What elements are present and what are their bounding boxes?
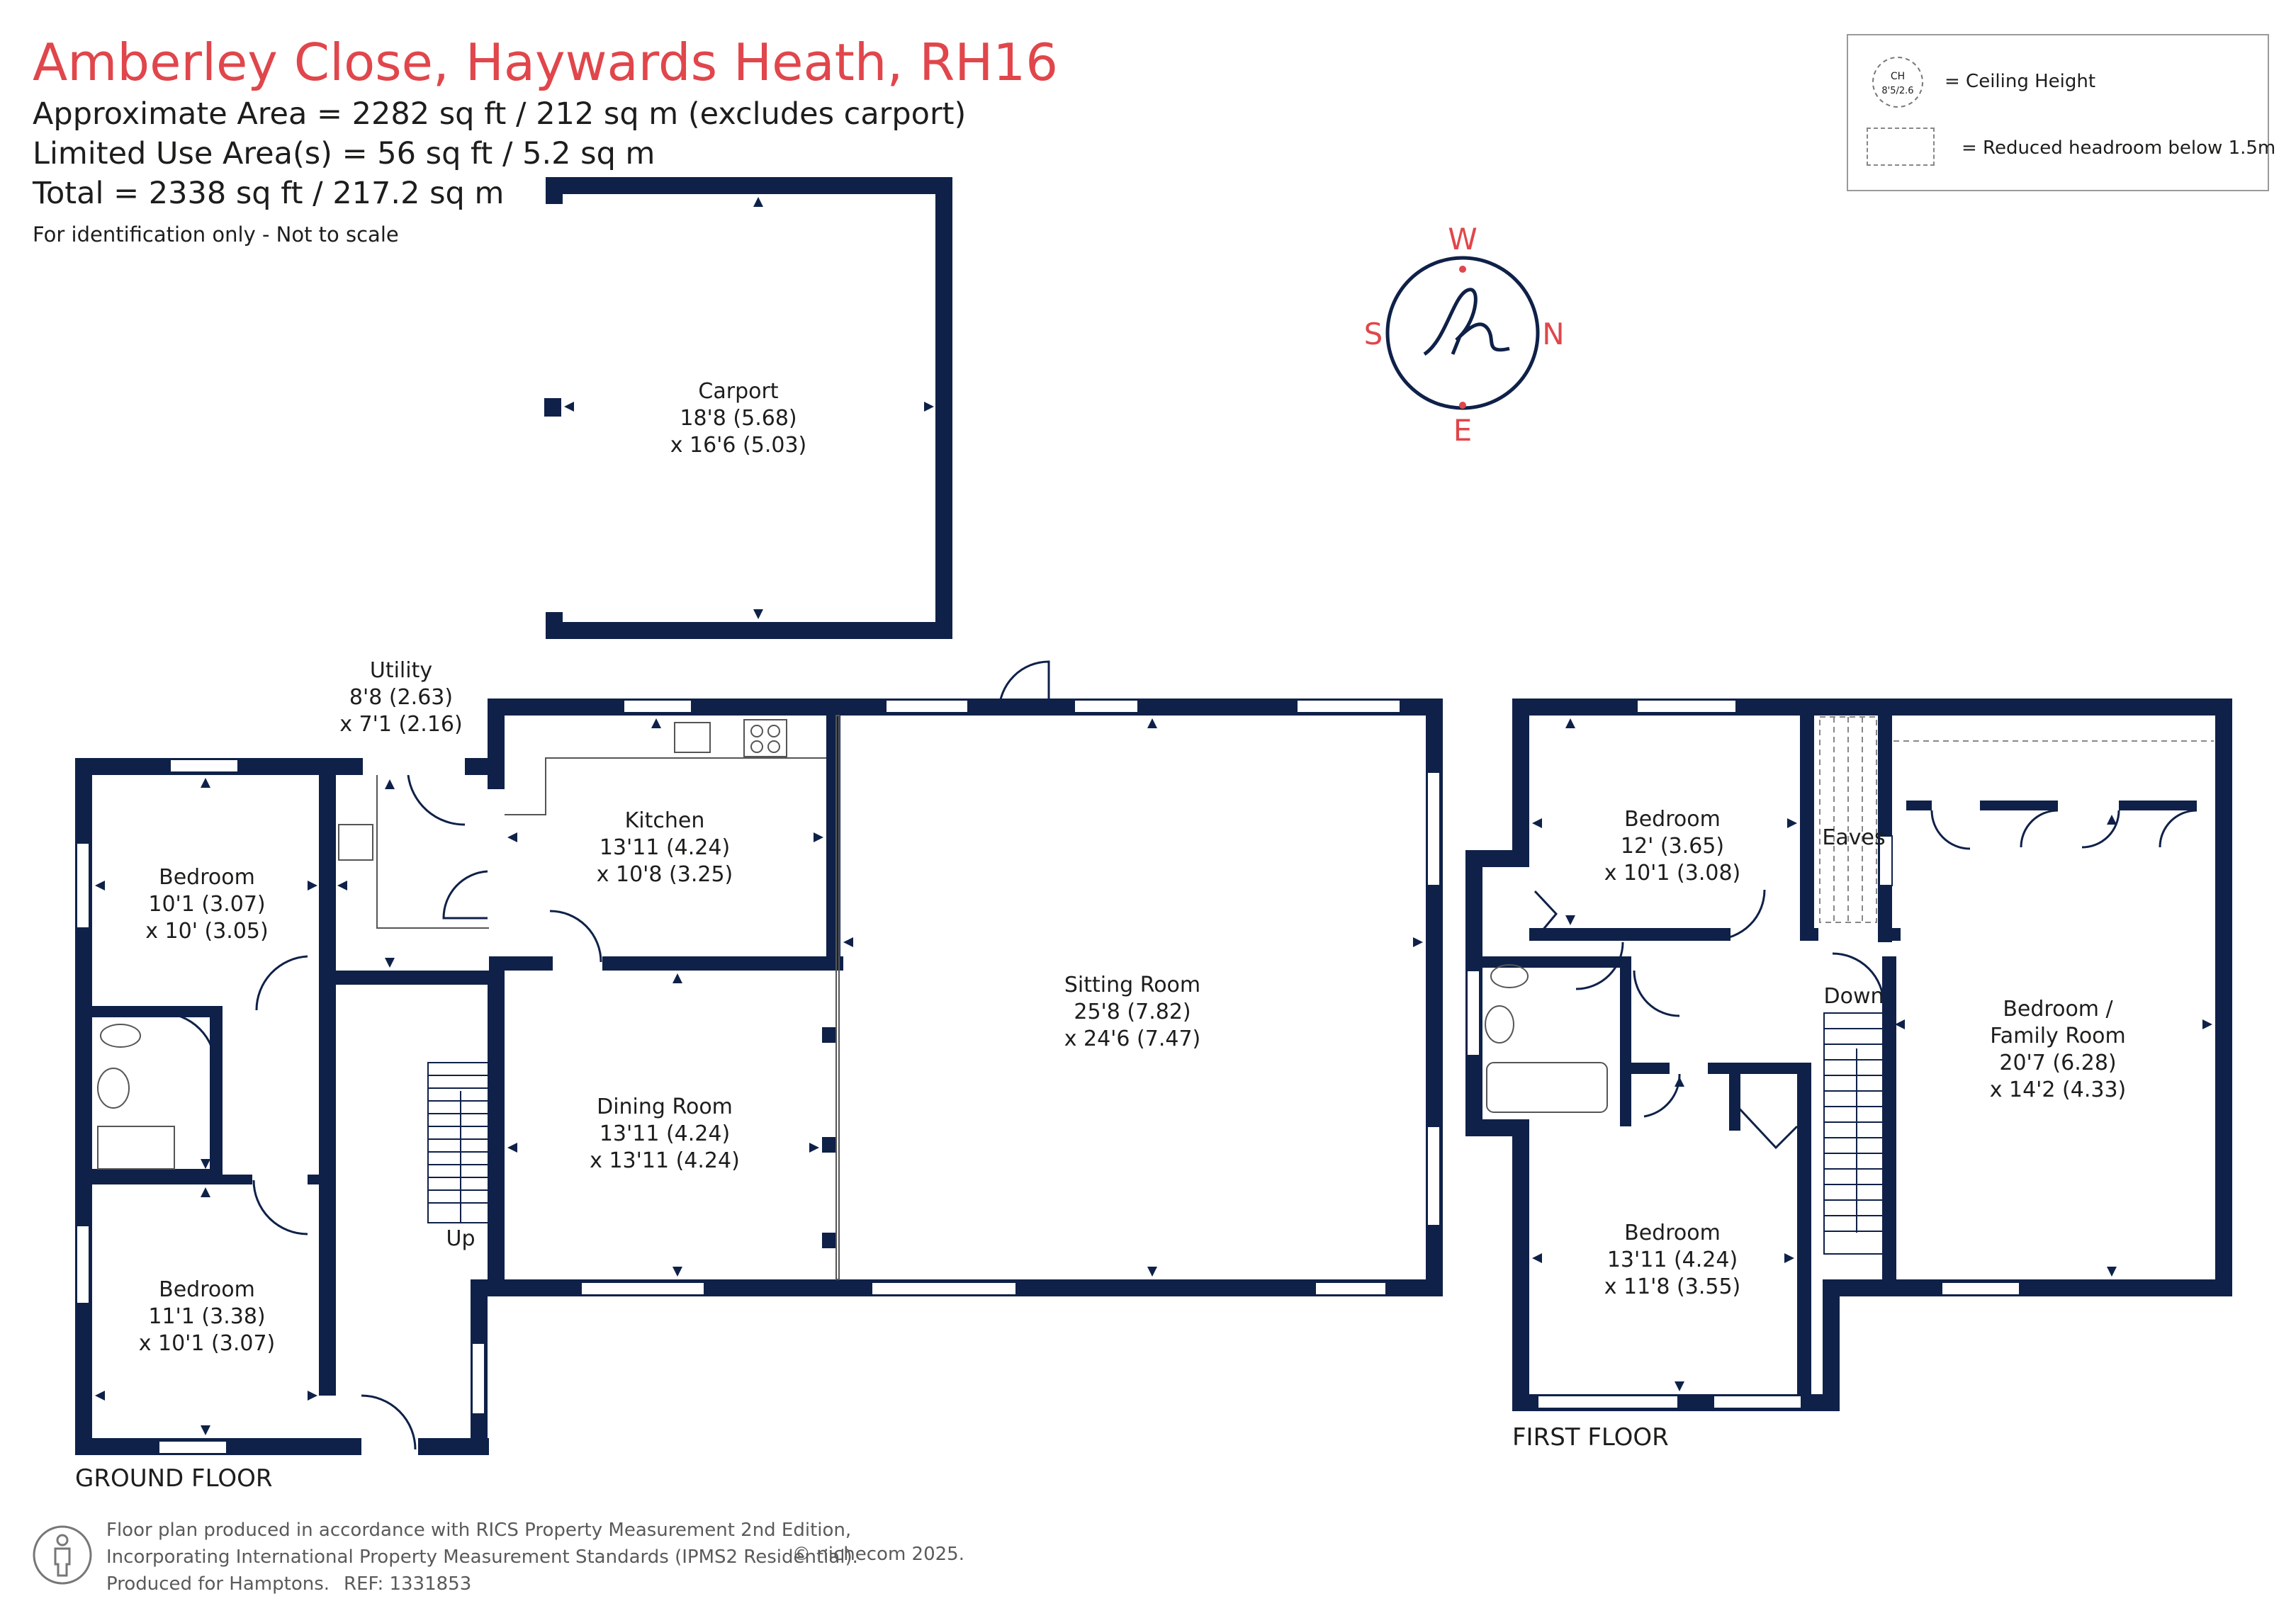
- bedroom-first-2-name: Bedroom: [1624, 1221, 1721, 1245]
- total-area: Total = 2338 sq ft / 217.2 sq m: [33, 176, 505, 211]
- sitting-room-dim2: x 24'6 (7.47): [1064, 1027, 1201, 1051]
- footer-line-2: Incorporating International Property Mea…: [106, 1546, 858, 1568]
- bedroom-ground-2-dim1: 11'1 (3.38): [148, 1304, 265, 1329]
- stairs-ground: [427, 1062, 493, 1223]
- sitting-room-name: Sitting Room: [1064, 973, 1200, 997]
- footer-line-1: Floor plan produced in accordance with R…: [106, 1520, 852, 1541]
- dimension-arrows: [95, 197, 2212, 1435]
- ceiling-height-label: = Ceiling Height: [1945, 71, 2096, 92]
- bedroom-ground-1-dim2: x 10' (3.05): [145, 919, 268, 944]
- bedroom-ground-2-name: Bedroom: [159, 1277, 255, 1302]
- eaves-label: Eaves: [1822, 825, 1885, 850]
- logo-icon: [1423, 288, 1510, 356]
- legend-box: CH 8'5/2.6 = Ceiling Height = Reduced he…: [1847, 34, 2275, 191]
- bedroom-ground-2-dim2: x 10'1 (3.07): [139, 1331, 276, 1356]
- footer-line-3: Produced for Hamptons. REF: 1331853: [106, 1571, 858, 1597]
- compass-top-letter: W: [1448, 222, 1478, 256]
- carport-dim1: 18'8 (5.68): [680, 406, 797, 431]
- dining-room-name: Dining Room: [597, 1095, 733, 1119]
- page-title: Amberley Close, Haywards Heath, RH16: [33, 33, 1058, 92]
- windows: [76, 699, 2020, 1454]
- reduced-headroom-icon: [1867, 128, 1935, 166]
- family-room-name: Bedroom /: [2003, 997, 2113, 1022]
- compass-marker-top: [1459, 266, 1466, 273]
- person-icon: [33, 1525, 92, 1585]
- footer-produced: Produced for Hamptons.: [106, 1573, 330, 1595]
- ground-floor-label: GROUND FLOOR: [75, 1464, 272, 1493]
- bedroom-first-1-dim2: x 10'1 (3.08): [1604, 861, 1741, 886]
- utility-dim1: 8'8 (2.63): [349, 685, 453, 710]
- utility-name: Utility: [370, 658, 432, 683]
- reduced-headroom-label: = Reduced headroom below 1.5m: [1962, 137, 2276, 159]
- stairs-up-label: Up: [446, 1226, 475, 1251]
- family-room-dim1: 20'7 (6.28): [1999, 1051, 2116, 1075]
- carport-dim2: x 16'6 (5.03): [670, 433, 807, 458]
- compass: W S N E: [1364, 222, 1565, 448]
- dining-room-dim2: x 13'11 (4.24): [590, 1148, 740, 1173]
- family-room-name-2: Family Room: [1990, 1024, 2126, 1048]
- kitchen-dim1: 13'11 (4.24): [600, 835, 730, 860]
- stairs-down-label: Down: [1823, 984, 1884, 1009]
- utility-dim2: x 7'1 (2.16): [339, 712, 462, 737]
- ceiling-symbol-bottom: 8'5/2.6: [1881, 86, 1913, 96]
- sitting-room-dim1: 25'8 (7.82): [1074, 1000, 1191, 1024]
- eaves-area: [1819, 716, 2214, 923]
- dining-room-dim1: 13'11 (4.24): [600, 1121, 730, 1146]
- compass-left-letter: S: [1364, 317, 1383, 351]
- compass-bottom-letter: E: [1453, 413, 1473, 448]
- first-floor-label: FIRST FLOOR: [1512, 1423, 1669, 1452]
- ceiling-symbol-top: CH: [1891, 71, 1905, 82]
- doors: [161, 660, 2197, 1450]
- fixtures: [97, 715, 1608, 1280]
- approx-area: Approximate Area = 2282 sq ft / 212 sq m…: [33, 96, 967, 132]
- bedroom-ground-1-name: Bedroom: [159, 865, 255, 890]
- compass-marker-bottom: [1459, 402, 1466, 409]
- bedroom-first-2-dim2: x 11'8 (3.55): [1604, 1274, 1741, 1299]
- stairs-first: [1823, 1012, 1887, 1255]
- kitchen-name: Kitchen: [625, 808, 705, 833]
- bedroom-first-2-dim1: 13'11 (4.24): [1607, 1248, 1738, 1272]
- bedroom-first-1-name: Bedroom: [1624, 807, 1721, 832]
- kitchen-dim2: x 10'8 (3.25): [597, 862, 733, 887]
- footer-ref: REF: 1331853: [344, 1573, 472, 1595]
- footer-text: Floor plan produced in accordance with R…: [106, 1517, 858, 1597]
- carport-name: Carport: [698, 379, 778, 404]
- scale-note: For identification only - Not to scale: [33, 222, 399, 247]
- bedroom-first-1-dim1: 12' (3.65): [1621, 834, 1724, 859]
- ceiling-height-icon: CH 8'5/2.6: [1872, 57, 1923, 108]
- family-room-dim2: x 14'2 (4.33): [1990, 1078, 2127, 1102]
- copyright: © nichecom 2025.: [792, 1544, 964, 1565]
- limited-use-area: Limited Use Area(s) = 56 sq ft / 5.2 sq …: [33, 136, 655, 171]
- compass-right-letter: N: [1542, 317, 1564, 351]
- bedroom-ground-1-dim1: 10'1 (3.07): [148, 892, 265, 917]
